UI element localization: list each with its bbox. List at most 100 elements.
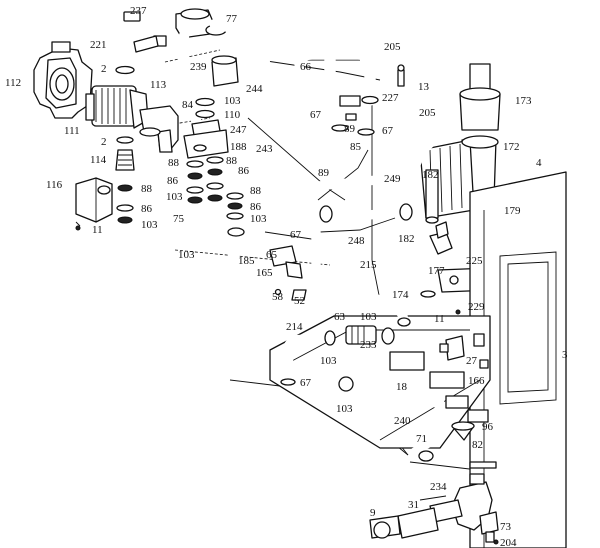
label-214: 214 [286,321,303,333]
label-239: 239 [190,61,207,73]
air-vent-13 [397,64,405,87]
label-9: 9 [370,507,376,519]
label-233: 233 [360,339,377,351]
label-75: 75 [173,213,185,225]
label-88-b: 88 [168,157,180,169]
label-31: 31 [408,499,419,511]
pump-volute [33,41,93,119]
label-67-a: 67 [310,109,322,121]
label-82: 82 [472,439,483,451]
pipe-248 [313,201,419,223]
label-13: 13 [418,81,430,93]
valve-63 [324,325,395,346]
label-188: 188 [230,141,247,153]
label-67-c: 67 [290,229,302,241]
label-227: 227 [382,92,399,104]
label-243: 243 [256,143,273,155]
label-173: 173 [515,95,532,107]
fitting-177 [429,221,453,255]
label-86-a: 86 [141,203,153,215]
drain-96 [451,421,475,441]
valve-parts-65-165 [269,245,307,301]
label-247: 247 [230,124,247,136]
label-63: 63 [334,311,346,323]
label-84: 84 [182,99,194,111]
label-103-e: 103 [178,249,195,261]
label-166: 166 [468,375,485,387]
pump-elbow-outlet [139,105,179,153]
pump-motor [85,85,149,129]
label-237: 237 [130,5,147,17]
label-185: 185 [238,255,255,267]
label-71: 71 [416,433,427,445]
label-177: 177 [428,265,445,277]
label-114: 114 [90,154,107,166]
sensor-bracket-116 [75,177,113,227]
label-66: 66 [300,61,312,73]
pipe-185 [201,227,247,283]
label-11-left: 11 [92,224,103,236]
fitting-71 [418,450,497,469]
label-103-c: 103 [224,95,241,107]
label-65: 65 [266,249,278,261]
pipe-249 [313,131,445,191]
label-86-c: 86 [238,165,250,177]
label-73: 73 [500,521,512,533]
label-111: 111 [64,125,80,137]
label-205-upper: 205 [384,41,401,53]
rings-left-stack [115,65,135,224]
label-234: 234 [430,481,447,493]
label-85: 85 [350,141,362,153]
label-52: 52 [294,295,305,307]
pipe-205-upper [369,37,391,79]
bypass-pipe-221 [113,11,167,57]
pipe-215 [311,227,411,327]
label-229: 229 [468,301,485,313]
label-248: 248 [348,235,365,247]
label-240: 240 [394,415,411,427]
label-88-c: 88 [226,155,238,167]
label-103-b: 103 [166,191,183,203]
label-2-lower: 2 [101,136,107,148]
label-77: 77 [226,13,238,25]
label-103-h: 103 [336,403,353,415]
label-182-lower: 182 [398,233,415,245]
inlet-group-73 [369,473,499,543]
label-96: 96 [482,421,494,433]
label-215: 215 [360,259,377,271]
label-110: 110 [224,109,241,121]
label-221: 221 [90,39,107,51]
label-165: 165 [256,267,273,279]
base-frame [269,315,491,449]
label-103-d: 103 [250,213,267,225]
label-18: 18 [396,381,408,393]
label-182-upper: 182 [422,169,439,181]
ring-67-right [331,113,375,136]
manifold-66 [294,48,379,107]
label-179: 179 [504,205,521,217]
label-172: 172 [503,141,520,153]
rings-middle-stack [183,97,244,220]
label-174: 174 [392,289,409,301]
valve-27 [439,335,465,361]
label-3: 3 [562,349,568,361]
label-244: 244 [246,83,263,95]
label-88-d: 88 [250,185,262,197]
pipe-214 [280,334,318,386]
pipe-240 [338,376,445,457]
label-2-upper: 2 [101,63,107,75]
label-103-a: 103 [141,219,158,231]
pipe-244 [234,40,306,146]
label-225: 225 [466,255,483,267]
label-116: 116 [46,179,63,191]
label-89-a: 89 [344,123,356,135]
label-205-lower: 205 [419,107,436,119]
label-58: 58 [272,291,284,303]
filter-239 [211,55,239,87]
label-89-b: 89 [318,167,330,179]
label-103-g: 103 [320,355,337,367]
label-4: 4 [536,157,542,169]
label-27: 27 [466,355,478,367]
u-pipe-75 [185,203,215,241]
